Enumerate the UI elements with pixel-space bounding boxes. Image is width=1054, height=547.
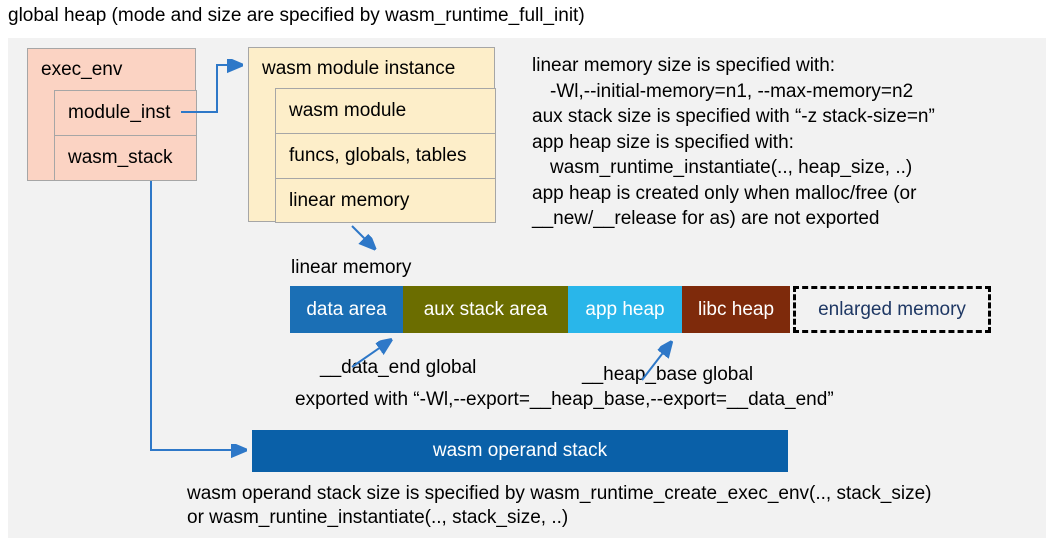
segment-aux-stack-area: aux stack area — [403, 286, 568, 333]
diagram-title: global heap (mode and size are specified… — [8, 5, 585, 26]
module-instance-row-funcs-globals-tables: funcs, globals, tables — [275, 133, 496, 179]
linear-memory-label: linear memory — [291, 257, 412, 278]
wasm-operand-stack-bar: wasm operand stack — [252, 430, 788, 472]
note-line: linear memory size is specified with: — [532, 55, 836, 76]
note-line: wasm_runtime_instantiate(.., heap_size, … — [550, 157, 913, 178]
module-instance-box: wasm module instance wasm module funcs, … — [248, 47, 496, 223]
memory-size-notes: linear memory size is specified with: -W… — [532, 53, 1042, 232]
note-line: -Wl,--initial-memory=n1, --max-memory=n2 — [550, 80, 914, 102]
operand-stack-note-line2: or wasm_runtine_instantiate(.., stack_si… — [187, 507, 569, 528]
note-line: app heap is created only when malloc/fre… — [532, 182, 917, 204]
segment-app-heap: app heap — [568, 286, 682, 333]
module-instance-row-wasm-module: wasm module — [275, 88, 496, 134]
note-line: __new/__release for as) are not exported — [532, 208, 880, 229]
note-line: aux stack size is specified with “-z sta… — [532, 106, 935, 127]
module-instance-header: wasm module instance — [262, 57, 456, 79]
segment-libc-heap: libc heap — [682, 286, 790, 333]
segment-enlarged-memory: enlarged memory — [793, 286, 991, 333]
exec-env-box: exec_env module_inst wasm_stack — [27, 48, 197, 181]
exec-env-row-wasm-stack: wasm_stack — [54, 135, 197, 181]
operand-stack-note-line1: wasm operand stack size is specified by … — [187, 483, 932, 504]
segment-data-area: data area — [290, 286, 403, 333]
exec-env-header: exec_env — [41, 59, 123, 80]
linear-memory-bar: data area aux stack area app heap libc h… — [290, 286, 991, 333]
note-line: app heap size is specified with: — [532, 131, 794, 153]
data-end-global-label: __data_end global — [320, 357, 477, 378]
heap-base-global-label: __heap_base global — [582, 364, 754, 385]
module-instance-row-linear-memory: linear memory — [275, 178, 496, 223]
exported-with-label: exported with “-Wl,--export=__heap_base,… — [295, 389, 834, 410]
exec-env-row-module-inst: module_inst — [54, 90, 197, 136]
